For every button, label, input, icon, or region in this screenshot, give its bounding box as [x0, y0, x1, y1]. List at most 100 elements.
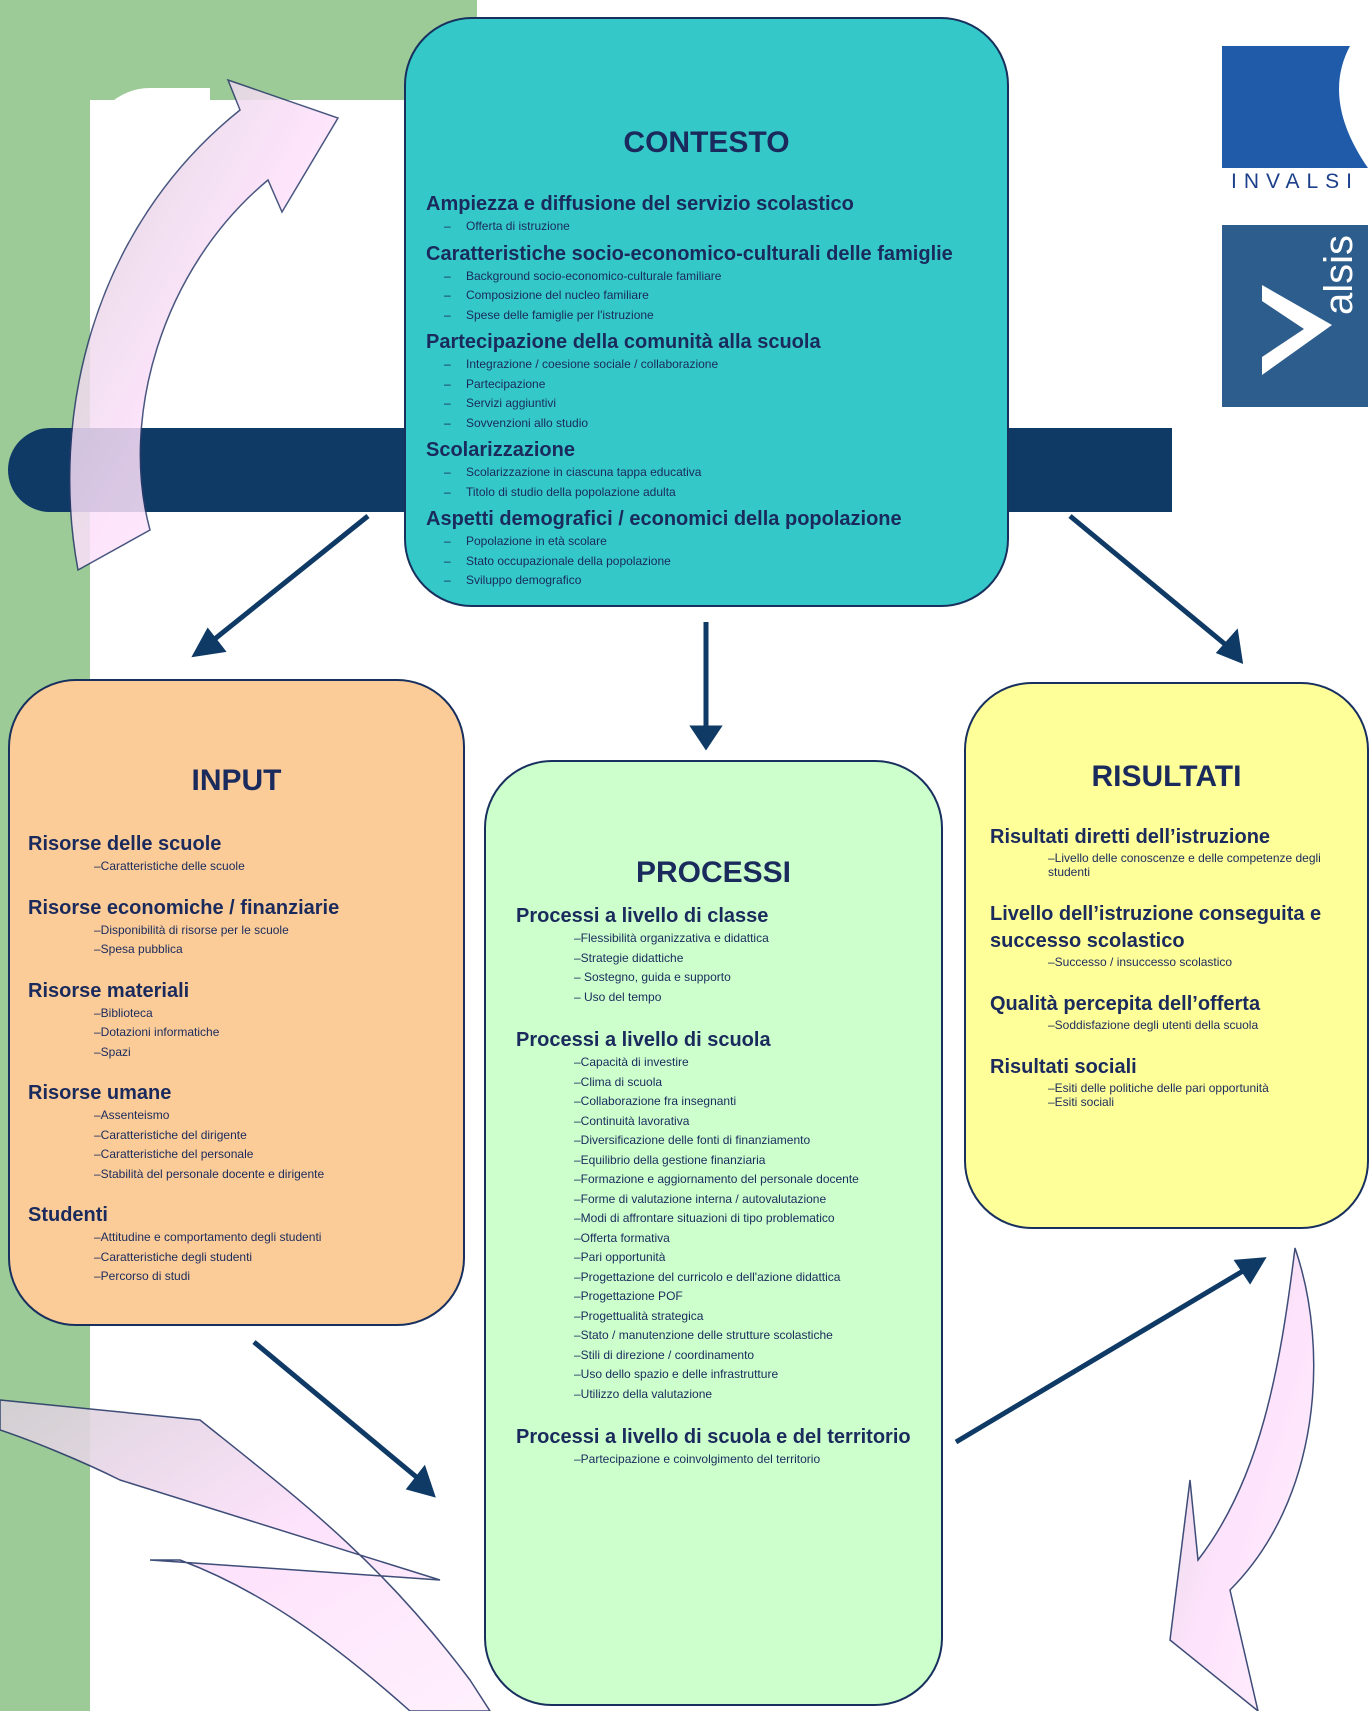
- processi-item: –Stato / manutenzione delle strutture sc…: [574, 1328, 833, 1342]
- processi-group: Processi a livello di scuola –Capacità d…: [516, 1027, 931, 1404]
- valsis-logo-text: alsis: [1317, 235, 1361, 316]
- contesto-heading: Aspetti demografici / economici della po…: [426, 508, 902, 530]
- contesto-item: Popolazione in età scolare: [426, 532, 997, 552]
- contesto-heading: Scolarizzazione: [426, 439, 575, 461]
- contesto-item: Spese delle famiglie per l'istruzione: [426, 306, 997, 326]
- input-group: Studenti –Attitudine e comportamento deg…: [28, 1202, 453, 1287]
- risultati-item: –Esiti delle politiche delle pari opport…: [1048, 1081, 1269, 1095]
- input-item: –Biblioteca: [94, 1005, 153, 1020]
- processi-item: –Stili di direzione / coordinamento: [574, 1347, 755, 1362]
- processi-item: –Clima di scuola: [574, 1074, 663, 1089]
- contesto-item: Titolo di studio della popolazione adult…: [426, 483, 997, 503]
- processi-item: –Equilibrio della gestione finanziaria: [574, 1152, 766, 1167]
- input-group: Risorse materiali –Biblioteca –Dotazioni…: [28, 978, 453, 1063]
- contesto-item: Composizione del nucleo familiare: [426, 286, 997, 306]
- contesto-item: Offerta di istruzione: [426, 217, 997, 237]
- risultati-group: Qualità percepita dell’offerta –Soddisfa…: [990, 991, 1357, 1032]
- processi-item: –Partecipazione e coinvolgimento del ter…: [574, 1452, 821, 1466]
- valsis-logo: alsis: [1222, 225, 1368, 407]
- input-group: Risorse economiche / finanziarie –Dispon…: [28, 895, 453, 960]
- input-body: Risorse delle scuole –Caratteristiche de…: [28, 831, 453, 1305]
- processi-item: –Progettualità strategica: [574, 1308, 704, 1323]
- processi-item: –Uso dello spazio e delle infrastrutture: [574, 1367, 779, 1381]
- contesto-item: Sviluppo demografico: [426, 571, 997, 591]
- processi-title: PROCESSI: [635, 856, 792, 889]
- contesto-heading: Ampiezza e diffusione del servizio scola…: [426, 193, 854, 215]
- input-heading: Studenti: [28, 1204, 108, 1226]
- risultati-heading: Qualità percepita dell’offerta: [990, 993, 1261, 1015]
- contesto-heading: Caratteristiche socio-economico-cultural…: [426, 242, 953, 265]
- input-item: –Caratteristiche del dirigente: [94, 1127, 247, 1142]
- arrowhead-input-processi: [405, 1464, 436, 1498]
- contesto-heading: Partecipazione della comunità alla scuol…: [426, 331, 821, 353]
- risultati-item: –Soddisfazione degli utenti della scuola: [1048, 1018, 1259, 1032]
- risultati-heading: Livello dell’istruzione conseguita e suc…: [990, 903, 1322, 952]
- invalsi-logo-text: INVALSI: [1231, 170, 1359, 193]
- invalsi-logo: INVALSI: [1222, 46, 1368, 206]
- input-item: –Disponibilità di risorse per le scuole: [94, 922, 289, 937]
- input-item: –Caratteristiche del personale: [94, 1147, 254, 1161]
- processi-item: – Uso del tempo: [574, 989, 662, 1004]
- risultati-heading: Risultati diretti dell’istruzione: [990, 826, 1271, 848]
- processi-item: –Diversificazione delle fonti di finanzi…: [574, 1133, 811, 1147]
- processi-heading: Processi a livello di classe: [516, 905, 769, 927]
- arrowhead-input: [191, 627, 227, 658]
- contesto-item: Background socio-economico-culturale fam…: [426, 267, 997, 287]
- invalsi-logo-shape: [1222, 46, 1368, 168]
- processi-item: –Collaborazione fra insegnanti: [574, 1094, 737, 1108]
- contesto-item: Partecipazione: [426, 375, 997, 395]
- processi-item: –Progettazione del curricolo e dell'azio…: [574, 1269, 841, 1284]
- curved-arrow-bottom-left: [0, 1399, 491, 1711]
- processi-item: –Strategie didattiche: [574, 950, 684, 965]
- input-item: –Attitudine e comportamento degli studen…: [94, 1230, 322, 1244]
- contesto-item: Integrazione / coesione sociale / collab…: [426, 355, 997, 375]
- input-item: –Dotazioni informatiche: [94, 1025, 220, 1039]
- risultati-title: RISULTATI: [1091, 760, 1242, 793]
- processi-box: PROCESSI Processi a livello di classe –F…: [484, 760, 943, 1706]
- arrow-contesto-risultati: [1068, 514, 1234, 652]
- contesto-item: Scolarizzazione in ciascuna tappa educat…: [426, 463, 997, 483]
- processi-item: –Formazione e aggiornamento del personal…: [574, 1172, 859, 1186]
- input-heading: Risorse economiche / finanziarie: [28, 896, 340, 919]
- contesto-box: CONTESTO Ampiezza e diffusione del servi…: [404, 17, 1009, 607]
- processi-group: Processi a livello di scuola e del terri…: [516, 1424, 931, 1470]
- input-heading: Risorse delle scuole: [28, 833, 222, 855]
- input-item: –Caratteristiche degli studenti: [94, 1249, 253, 1264]
- processi-item: – Sostegno, guida e supporto: [574, 970, 731, 984]
- processi-body: Processi a livello di classe –Flessibili…: [516, 903, 931, 1490]
- risultati-group: Risultati sociali –Esiti delle politiche…: [990, 1054, 1357, 1109]
- risultati-body: Risultati diretti dell’istruzione –Livel…: [990, 824, 1357, 1131]
- arrowhead-risultati: [1215, 628, 1244, 664]
- input-item: –Stabilità del personale docente e dirig…: [94, 1166, 325, 1181]
- arrow-contesto-input: [204, 514, 370, 648]
- arrow-input-processi: [252, 1340, 422, 1482]
- contesto-item: Stato occupazionale della popolazione: [426, 552, 997, 572]
- processi-item: –Offerta formativa: [574, 1230, 670, 1245]
- processi-item: –Capacità di investire: [574, 1055, 689, 1069]
- input-title: INPUT: [191, 764, 282, 797]
- arrowhead-processi-risultati: [1233, 1257, 1267, 1285]
- input-group: Risorse umane –Assenteismo –Caratteristi…: [28, 1080, 453, 1184]
- processi-item: –Forme di valutazione interna / autovalu…: [574, 1191, 827, 1206]
- contesto-body: Ampiezza e diffusione del servizio scola…: [426, 187, 997, 591]
- processi-group: Processi a livello di classe –Flessibili…: [516, 903, 931, 1007]
- risultati-item: –Successo / insuccesso scolastico: [1048, 955, 1233, 969]
- contesto-item: Servizi aggiuntivi: [426, 394, 997, 414]
- curved-arrow-right: [1169, 1247, 1315, 1711]
- processi-item: –Flessibilità organizzativa e didattica: [574, 931, 769, 945]
- processi-heading: Processi a livello di scuola: [516, 1029, 771, 1051]
- risultati-box: RISULTATI Risultati diretti dell’istruzi…: [964, 682, 1369, 1229]
- curved-arrow-top-left: [68, 78, 340, 572]
- input-item: –Percorso di studi: [94, 1269, 191, 1283]
- valsis-v-icon: [1262, 285, 1332, 375]
- processi-item: –Modi di affrontare situazioni di tipo p…: [574, 1211, 835, 1225]
- contesto-item: Sovvenzioni allo studio: [426, 414, 997, 434]
- arrow-processi-risultati: [954, 1265, 1250, 1445]
- risultati-group: Risultati diretti dell’istruzione –Livel…: [990, 824, 1357, 879]
- risultati-group: Livello dell’istruzione conseguita e suc…: [990, 901, 1357, 969]
- contesto-title: CONTESTO: [623, 126, 790, 159]
- input-heading: Risorse materiali: [28, 979, 190, 1002]
- processi-heading: Processi a livello di scuola e del terri…: [516, 1426, 911, 1448]
- input-item: –Spazi: [94, 1044, 131, 1059]
